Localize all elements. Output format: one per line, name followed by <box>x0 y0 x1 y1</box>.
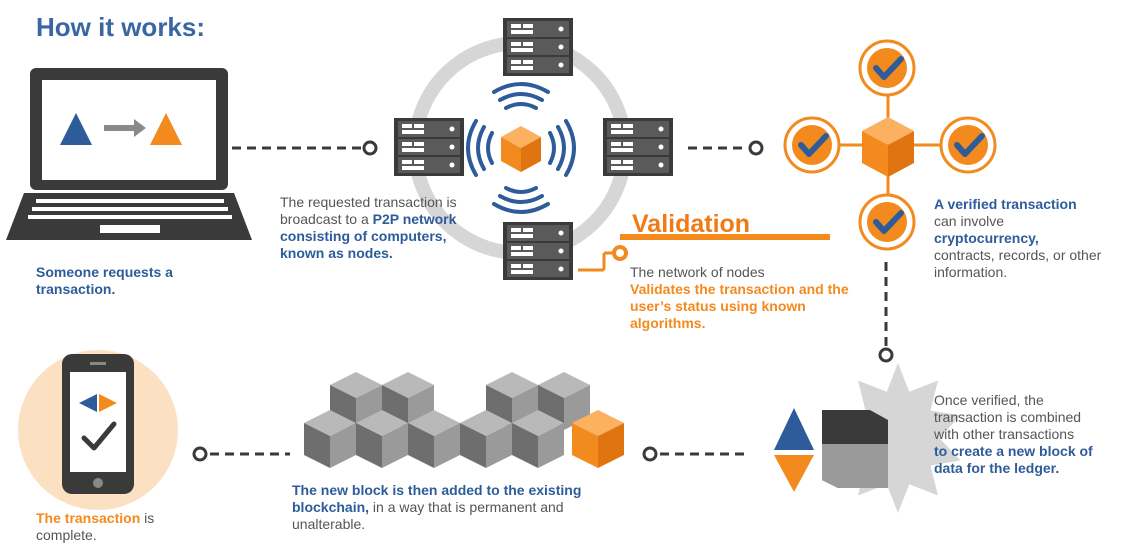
step-added-bold: The new block is then added to the exist… <box>292 482 582 515</box>
connector-chain-phone <box>192 446 290 462</box>
new-block-icon <box>774 363 961 513</box>
step-broadcast-plain: The requested transaction is broadcast t… <box>280 194 457 227</box>
step-verified-plain2: contracts, records, or other information… <box>934 247 1102 280</box>
verified-cluster <box>785 41 995 249</box>
connector-block-chain <box>642 446 744 462</box>
step-validation-text: The network of nodes Validates the trans… <box>630 264 870 332</box>
step-complete-plain: is complete. <box>36 510 155 543</box>
step-combined-text: Once verified, the transaction is combin… <box>934 392 1100 477</box>
step-validation-bold: Validates the transaction and the user’s… <box>630 281 849 331</box>
smartphone-icon <box>18 350 178 510</box>
checkmark-icon <box>785 118 839 172</box>
server-icon <box>503 18 573 76</box>
step-complete-text: The transaction is complete. <box>36 510 216 544</box>
step-combined-bold: to create a new block of data for the le… <box>934 443 1093 476</box>
cube-icon <box>501 126 541 172</box>
page-title: How it works: <box>36 12 206 42</box>
signal-waves <box>466 82 576 214</box>
step-combined-plain: Once verified, the transaction is combin… <box>934 392 1082 442</box>
step-request-text: Someone requests a transaction. <box>36 264 173 297</box>
checkmark-icon <box>860 195 914 249</box>
server-icon <box>394 118 464 176</box>
step-verified-bold1: A verified transaction <box>934 196 1077 212</box>
step-broadcast-text: The requested transaction is broadcast t… <box>280 194 460 262</box>
blockchain-icon <box>304 372 624 468</box>
validation-heading: Validation <box>632 210 751 238</box>
checkmark-icon <box>860 41 914 95</box>
step-validation-plain: The network of nodes <box>630 264 765 280</box>
connector-laptop-network <box>232 140 378 156</box>
validation-connector <box>578 234 830 272</box>
connector-verified-block <box>878 262 894 363</box>
server-icon <box>503 222 573 280</box>
step-added-plain: in a way that is permanent and unalterab… <box>292 499 564 532</box>
step-verified-plain1: can involve <box>934 213 1005 229</box>
step-verified-text: A verified transaction can involve crypt… <box>934 196 1114 281</box>
step-added-text: The new block is then added to the exist… <box>292 482 622 533</box>
server-icon <box>603 118 673 176</box>
laptop-icon <box>6 68 252 240</box>
connector-network-verified <box>688 140 764 156</box>
step-complete-bold: The transaction <box>36 510 141 526</box>
step-verified-bold2: cryptocurrency, <box>934 230 1039 246</box>
step-broadcast-bold: P2P network consisting of computers, kno… <box>280 211 457 261</box>
checkmark-icon <box>941 118 995 172</box>
